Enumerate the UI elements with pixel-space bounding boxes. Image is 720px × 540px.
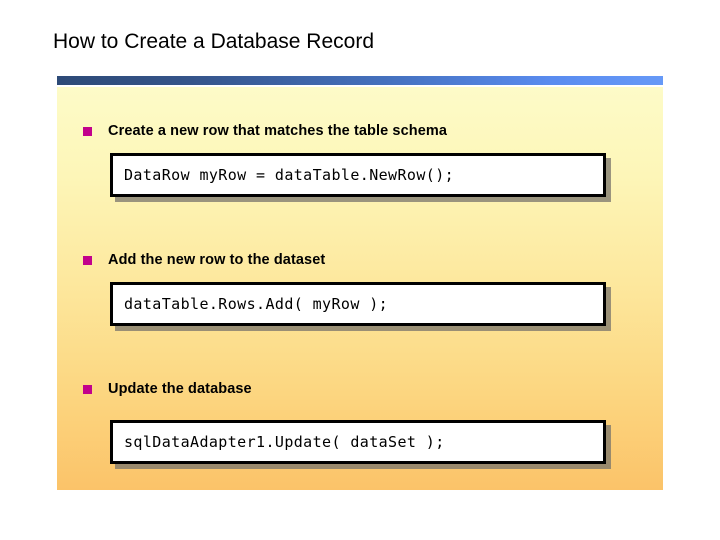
list-item: Update the database bbox=[83, 381, 252, 397]
square-bullet-icon bbox=[83, 126, 92, 136]
content-panel: Create a new row that matches the table … bbox=[57, 87, 663, 490]
code-snippet: DataRow myRow = dataTable.NewRow(); bbox=[124, 166, 455, 184]
title-accent-bar bbox=[57, 76, 663, 85]
code-snippet: sqlDataAdapter1.Update( dataSet ); bbox=[124, 433, 445, 451]
code-box: sqlDataAdapter1.Update( dataSet ); bbox=[110, 420, 606, 464]
list-item: Create a new row that matches the table … bbox=[83, 123, 447, 139]
bullet-label: Create a new row that matches the table … bbox=[108, 123, 448, 139]
code-snippet: dataTable.Rows.Add( myRow ); bbox=[124, 295, 389, 313]
square-bullet-icon bbox=[83, 384, 92, 394]
code-box: DataRow myRow = dataTable.NewRow(); bbox=[110, 153, 606, 197]
bullet-label: Add the new row to the dataset bbox=[108, 252, 326, 268]
page-title: How to Create a Database Record bbox=[53, 30, 374, 53]
square-bullet-icon bbox=[83, 255, 92, 265]
bullet-label: Update the database bbox=[108, 381, 252, 397]
code-box: dataTable.Rows.Add( myRow ); bbox=[110, 282, 606, 326]
list-item: Add the new row to the dataset bbox=[83, 252, 325, 268]
